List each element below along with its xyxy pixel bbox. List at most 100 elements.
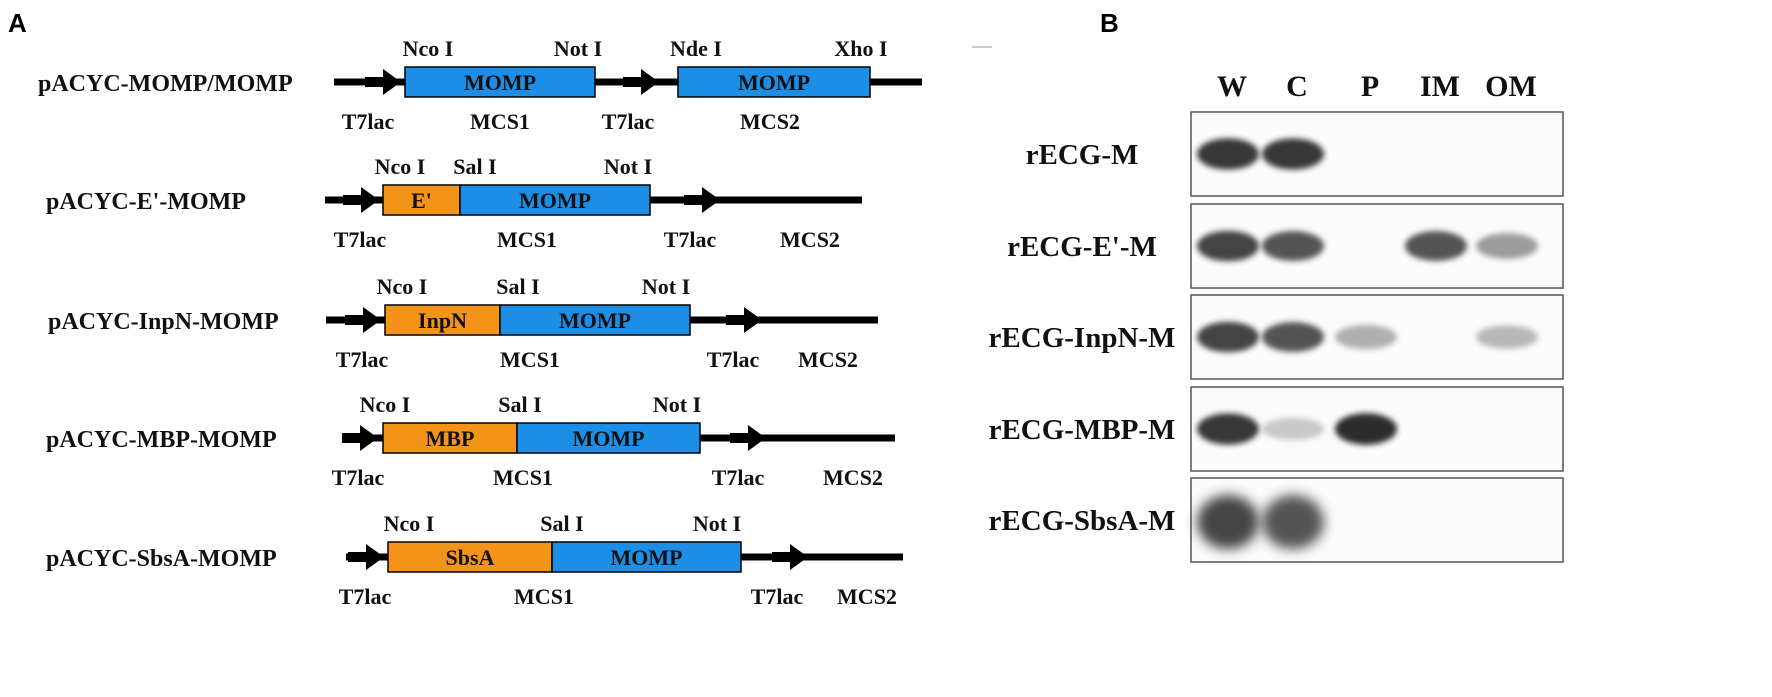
element-label: MCS2 [780, 227, 840, 252]
element-label: T7lac [334, 227, 387, 252]
construct-name: pACYC-InpN-MOMP [48, 309, 279, 335]
protein-band [1197, 230, 1259, 262]
element-label: MCS1 [497, 227, 557, 252]
element-label: MCS2 [823, 465, 883, 490]
element-label: T7lac [332, 465, 385, 490]
lane-header: P [1361, 70, 1379, 103]
restriction-site-label: Nco I [384, 511, 435, 536]
t7lac-promoter-arrow-icon [730, 425, 766, 451]
element-label: T7lac [342, 109, 395, 134]
gene-label: MBP [426, 426, 475, 451]
protein-band [1262, 322, 1324, 352]
element-label: MCS2 [798, 347, 858, 372]
element-label: MCS2 [740, 109, 800, 134]
blot-row: rECG-InpN-M [989, 294, 1564, 380]
momp-gene-box [459, 184, 651, 216]
protein-band [1335, 413, 1397, 445]
t7lac-promoter-arrow-icon [726, 307, 762, 333]
t7lac-promoter-arrow-icon [343, 187, 379, 213]
restriction-site-label: Not I [642, 274, 690, 299]
blot-row-label: rECG-InpN-M [989, 322, 1176, 354]
momp-gene-box [677, 66, 871, 98]
protein-band [1197, 495, 1259, 549]
protein-band [1262, 231, 1324, 261]
t7lac-promoter-arrow-icon [342, 425, 378, 451]
restriction-site-label: Not I [554, 36, 602, 61]
restriction-site-label: Sal I [540, 511, 583, 536]
gene-label: MOMP [464, 70, 536, 95]
restriction-site-label: Nco I [360, 392, 411, 417]
construct-name: pACYC-MBP-MOMP [46, 427, 277, 453]
blot-row-label: rECG-SbsA-M [989, 505, 1176, 537]
element-label: T7lac [751, 584, 804, 609]
fusion-tag-box [382, 184, 461, 216]
protein-band [1476, 233, 1538, 259]
gene-label: MOMP [559, 308, 631, 333]
western-blot-rows: rECG-M rECG-E'-M rECG-InpN-M rECG-MBP-M rECG… [989, 111, 1564, 563]
gene-label: MOMP [738, 70, 810, 95]
blot-row: rECG-MBP-M [989, 386, 1564, 472]
restriction-site-label: Nde I [670, 36, 722, 61]
protein-band [1476, 325, 1538, 349]
lane-header: C [1286, 70, 1308, 103]
protein-band [1405, 231, 1467, 261]
panel-a-letter: A [8, 8, 27, 38]
fusion-tag-box [384, 304, 501, 336]
restriction-site-label: Nco I [403, 36, 454, 61]
gene-label: E' [411, 188, 432, 213]
t7lac-promoter-arrow-icon [684, 187, 720, 213]
t7lac-promoter-arrow-icon [623, 69, 659, 95]
restriction-site-label: Not I [693, 511, 741, 536]
protein-band [1262, 138, 1324, 170]
restriction-site-label: Sal I [453, 154, 496, 179]
blot-row: rECG-M [1026, 111, 1564, 197]
construct-4: pACYC-MBP-MOMP MBP MOMP Nco I Sal I Not I T7la… [46, 392, 895, 490]
gene-label: SbsA [446, 545, 495, 570]
gene-label: MOMP [610, 545, 682, 570]
element-label: T7lac [712, 465, 765, 490]
fusion-tag-box [387, 541, 553, 573]
element-label: T7lac [602, 109, 655, 134]
element-label: MCS2 [837, 584, 897, 609]
protein-band [1197, 138, 1259, 170]
construct-1: pACYC-MOMP/MOMP MOMP MOMP Nco I Not I Nde I Xh… [38, 36, 922, 134]
restriction-site-label: Xho I [834, 36, 887, 61]
lane-header: OM [1485, 70, 1537, 103]
element-label: T7lac [339, 584, 392, 609]
gene-label: InpN [418, 308, 467, 333]
element-label: MCS1 [500, 347, 560, 372]
blot-row: rECG-SbsA-M [989, 477, 1564, 563]
element-label: T7lac [336, 347, 389, 372]
element-label: T7lac [664, 227, 717, 252]
element-label: MCS1 [514, 584, 574, 609]
construct-name: pACYC-E'-MOMP [46, 189, 246, 215]
protein-band [1335, 324, 1397, 350]
t7lac-promoter-arrow-icon [348, 544, 384, 570]
restriction-site-label: Nco I [375, 154, 426, 179]
momp-gene-box [516, 422, 701, 454]
protein-band [1262, 417, 1324, 441]
blot-row-label: rECG-MBP-M [989, 414, 1176, 446]
gene-label: MOMP [572, 426, 644, 451]
restriction-site-label: Sal I [498, 392, 541, 417]
t7lac-promoter-arrow-icon [772, 544, 808, 570]
protein-band [1197, 413, 1259, 445]
protein-band [1262, 495, 1324, 549]
construct-name: pACYC-MOMP/MOMP [38, 71, 293, 97]
momp-gene-box [499, 304, 691, 336]
lane-header: W [1217, 70, 1247, 103]
restriction-site-label: Not I [604, 154, 652, 179]
blot-row: rECG-E'-M [1007, 203, 1564, 289]
blot-row-label: rECG-E'-M [1007, 231, 1157, 263]
panel-b-letter: B [1100, 8, 1119, 38]
protein-band [1197, 321, 1259, 353]
blot-row-label: rECG-M [1026, 139, 1139, 171]
t7lac-promoter-arrow-icon [345, 307, 381, 333]
restriction-site-label: Not I [653, 392, 701, 417]
element-label: MCS1 [493, 465, 553, 490]
